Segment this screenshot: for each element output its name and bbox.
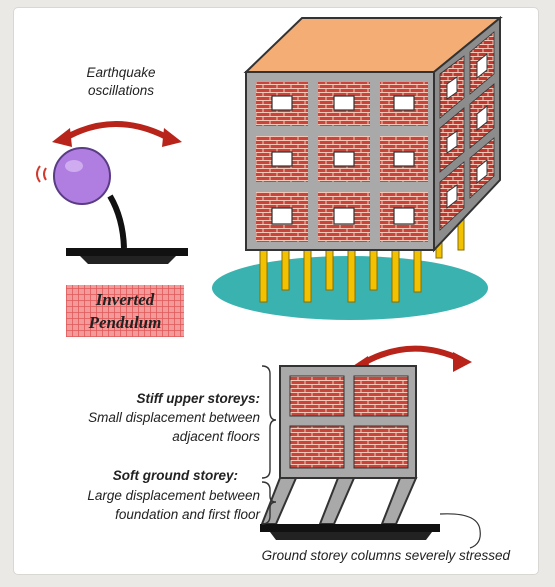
pendulum-base <box>66 248 188 256</box>
earthquake-oscillation-arrow <box>52 121 182 147</box>
building-on-stilts <box>212 15 503 320</box>
pendulum-label-line2: Pendulum <box>88 313 162 332</box>
ground-note-pointer <box>439 513 481 549</box>
stiff-storeys-desc-line1: Small displacement between <box>88 410 260 425</box>
earthquake-label-line2: oscillations <box>88 83 154 98</box>
soft-storey-title: Soft ground storey: <box>113 468 238 483</box>
soft-storey-frame <box>260 365 440 540</box>
ground-storey-note: Ground storey columns severely stressed <box>262 548 511 563</box>
storey-braces <box>261 365 277 525</box>
inverted-pendulum-label-box <box>66 285 184 337</box>
pendulum-mass <box>53 147 111 205</box>
pendulum-label-line1: Inverted <box>95 290 155 309</box>
soft-storey-desc-line1: Large displacement between <box>87 488 260 503</box>
stiff-storeys-title: Stiff upper storeys: <box>136 391 260 406</box>
earthquake-label-line1: Earthquake <box>86 65 155 80</box>
inverted-pendulum <box>36 147 188 264</box>
soft-storey-desc-line2: foundation and first floor <box>115 507 260 522</box>
stiff-storeys-desc-line2: adjacent floors <box>172 429 260 444</box>
